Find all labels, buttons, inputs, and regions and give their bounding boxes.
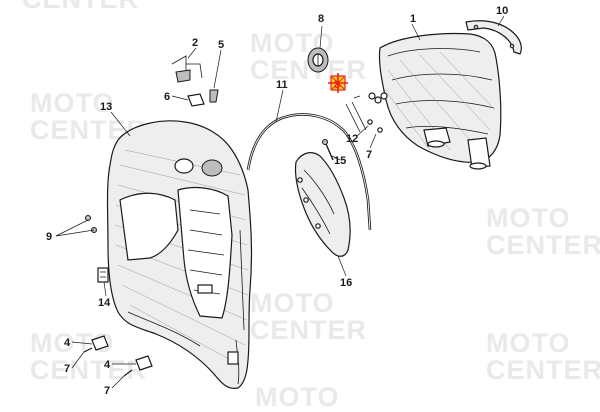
watermark-text: CENTER	[30, 355, 148, 385]
part-2-bracket[interactable]	[171, 55, 203, 83]
part-12-latch[interactable]	[345, 92, 388, 133]
callout-9: 9	[46, 231, 52, 243]
callout-11: 11	[276, 79, 288, 91]
part-3-highlight-marker[interactable]	[328, 73, 348, 93]
watermark-text: CENTER	[486, 230, 600, 260]
callout-4-upper: 4	[64, 337, 71, 349]
callout-1: 1	[410, 13, 416, 25]
callout-7-lower-a: 7	[64, 363, 70, 375]
callout-7-mid: 7	[366, 149, 372, 161]
callout-4-lower: 4	[104, 359, 111, 371]
part-6-catch-plate[interactable]	[187, 93, 205, 107]
watermark-text: MOTO	[486, 203, 571, 233]
callout-13: 13	[100, 101, 112, 113]
part-14-block[interactable]	[97, 267, 109, 283]
watermark-text: MOTO	[30, 88, 115, 118]
part-13-inner-panel[interactable]	[106, 120, 253, 389]
callout-14: 14	[98, 297, 111, 309]
part-10-curved-trim[interactable]	[465, 20, 522, 55]
exploded-parts-diagram: 1 2 3 4 4 5 6 7 7 7 8 9 10 11 12 13 14 1…	[46, 5, 522, 397]
part-7-screw-lower-a[interactable]	[83, 347, 93, 353]
part-4-bracket-lower[interactable]	[135, 355, 153, 371]
part-11-seal-strip[interactable]	[246, 113, 372, 231]
part-15-screw[interactable]	[322, 139, 334, 161]
callout-8: 8	[318, 13, 324, 25]
callout-2: 2	[192, 37, 198, 49]
callout-6: 6	[164, 91, 170, 103]
part-7-screw-lower-b[interactable]	[123, 369, 133, 377]
watermark-text: CENTER	[486, 355, 600, 385]
watermark-text: CENTER	[250, 315, 368, 345]
part-4-bracket-upper[interactable]	[91, 335, 109, 351]
callout-7-lower-b: 7	[104, 385, 110, 397]
watermark-text: CENTER	[22, 0, 139, 13]
callout-10: 10	[496, 5, 508, 17]
part-16-side-panel[interactable]	[294, 152, 351, 257]
callout-3: 3	[334, 79, 340, 91]
watermark-top-left: CENTER	[22, 0, 139, 13]
callout-5: 5	[218, 39, 224, 51]
callouts: 1 2 3 4 4 5 6 7 7 7 8 9 10 11 12 13 14 1…	[46, 5, 508, 397]
part-8-lock[interactable]	[307, 47, 329, 73]
watermark-text: MOTO	[486, 328, 571, 358]
callout-16: 16	[340, 277, 352, 289]
part-9-clips[interactable]	[85, 215, 97, 233]
callout-15: 15	[334, 155, 346, 167]
watermark-text: MOTO	[250, 288, 335, 318]
callout-12: 12	[346, 133, 358, 145]
leader-lines	[55, 15, 505, 389]
part-5-clip[interactable]	[209, 89, 219, 103]
part-1-glove-box[interactable]	[378, 32, 502, 170]
